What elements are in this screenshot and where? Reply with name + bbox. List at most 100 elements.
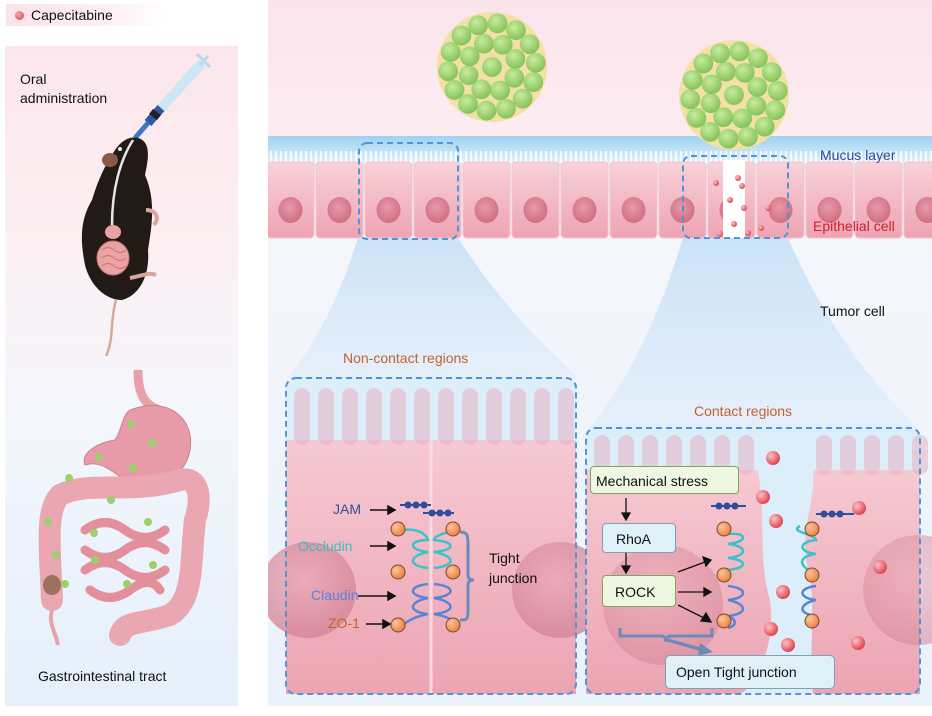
nanoparticle-1 bbox=[437, 12, 547, 122]
microvillus bbox=[558, 388, 574, 445]
microvillus bbox=[864, 435, 880, 475]
noncontact-detail bbox=[268, 377, 608, 695]
microvillus bbox=[294, 388, 310, 445]
surface-bead bbox=[523, 72, 544, 93]
cell-nucleus bbox=[817, 197, 842, 223]
open-tight-junction-box: Open Tight junction bbox=[665, 655, 835, 689]
selection-box-contact bbox=[682, 155, 789, 239]
microvillus bbox=[888, 435, 904, 475]
rock-label: ROCK bbox=[615, 584, 656, 600]
microvillus bbox=[342, 388, 358, 445]
surface-bead bbox=[468, 15, 488, 36]
surface-bead bbox=[710, 43, 730, 64]
microvillus bbox=[318, 388, 334, 445]
mouse-illustration bbox=[81, 52, 212, 357]
microvillus bbox=[414, 388, 430, 445]
surface-bead bbox=[440, 41, 461, 62]
jam-label: JAM bbox=[333, 501, 361, 517]
epithelial-cell-label: Epithelial cell bbox=[813, 218, 895, 234]
zo1-proteins bbox=[390, 521, 461, 633]
surface-bead bbox=[761, 62, 782, 83]
surface-bead bbox=[746, 95, 767, 116]
surface-bead bbox=[700, 122, 720, 142]
rock-box: ROCK bbox=[602, 575, 676, 607]
zo1-label: ZO-1 bbox=[328, 615, 360, 631]
drug-particle bbox=[727, 197, 733, 203]
colon-tumor bbox=[43, 575, 61, 595]
claudin-label: Claudin bbox=[311, 587, 359, 603]
microvillus bbox=[366, 388, 382, 445]
nanoparticle-2 bbox=[679, 40, 789, 150]
surface-bead bbox=[482, 57, 502, 77]
surface-bead bbox=[473, 33, 494, 54]
microvillus bbox=[594, 435, 610, 475]
microvillus bbox=[714, 435, 730, 475]
cell-nucleus bbox=[376, 197, 401, 223]
cell-nucleus bbox=[866, 197, 891, 223]
microvillus bbox=[690, 435, 706, 475]
drug-particle bbox=[765, 205, 771, 211]
surface-bead bbox=[487, 13, 508, 34]
legend-label: Capecitabine bbox=[31, 7, 113, 23]
microvillus bbox=[486, 388, 502, 445]
surface-bead bbox=[713, 107, 734, 128]
cell-nucleus bbox=[915, 197, 932, 223]
microvillus bbox=[534, 388, 550, 445]
zoom-cone-left bbox=[288, 238, 578, 378]
surface-bead bbox=[748, 48, 768, 68]
surface-bead bbox=[715, 61, 736, 82]
gi-tract-label: Gastrointestinal tract bbox=[38, 668, 167, 684]
capecitabine-dot-icon bbox=[15, 11, 24, 20]
surface-bead bbox=[724, 85, 744, 105]
mechanical-stress-box: Mechanical stress bbox=[590, 466, 739, 494]
nucleus-left bbox=[268, 542, 356, 638]
surface-bead bbox=[729, 41, 750, 62]
syringe-icon bbox=[133, 52, 212, 140]
gi-tract-illustration bbox=[38, 370, 210, 646]
open-tight-junction-label: Open Tight junction bbox=[676, 664, 797, 680]
surface-bead bbox=[701, 74, 722, 95]
oral-label-line1: Oral bbox=[20, 71, 47, 87]
cell-nucleus bbox=[278, 197, 303, 223]
surface-bead bbox=[471, 79, 492, 100]
surface-bead bbox=[438, 61, 459, 82]
tight-junction-label-1: Tight bbox=[489, 550, 520, 566]
surface-bead bbox=[680, 89, 701, 110]
microvillus bbox=[462, 388, 478, 445]
non-contact-title: Non-contact regions bbox=[343, 350, 469, 366]
drug-particle bbox=[717, 231, 723, 237]
selection-box-noncontact bbox=[358, 142, 459, 240]
microvillus bbox=[510, 388, 526, 445]
surface-bead bbox=[525, 52, 546, 73]
surface-bead bbox=[492, 34, 513, 55]
pathway-arrows bbox=[620, 498, 713, 623]
right-panel-art bbox=[268, 12, 932, 695]
surface-bead bbox=[754, 116, 775, 137]
stomach bbox=[83, 405, 192, 487]
cell-nucleus bbox=[768, 197, 793, 223]
mucus-layer-label: Mucus layer bbox=[820, 147, 896, 163]
surface-bead bbox=[496, 98, 516, 119]
surface-bead bbox=[686, 107, 707, 128]
surface-bead bbox=[512, 88, 533, 109]
surface-bead bbox=[738, 126, 758, 147]
microvillus bbox=[390, 388, 406, 445]
microvillus bbox=[840, 435, 856, 475]
drug-particle bbox=[735, 175, 741, 181]
microvillus bbox=[438, 388, 454, 445]
drug-particle bbox=[741, 205, 747, 211]
occludin-label: Occludin bbox=[298, 538, 353, 554]
occludin-protein bbox=[401, 528, 459, 570]
surface-bead bbox=[700, 93, 721, 114]
zoom-cone-right bbox=[590, 238, 918, 428]
cell-nucleus bbox=[572, 197, 597, 223]
jam-protein bbox=[400, 501, 454, 517]
surface-bead bbox=[476, 100, 497, 121]
microvillus bbox=[912, 435, 928, 475]
surface-bead bbox=[459, 46, 480, 67]
legend: Capecitabine bbox=[6, 4, 166, 26]
label-arrows bbox=[358, 504, 397, 630]
surface-bead bbox=[505, 48, 526, 69]
surface-bead bbox=[767, 80, 788, 101]
tumor-cell-label: Tumor cell bbox=[820, 303, 885, 319]
